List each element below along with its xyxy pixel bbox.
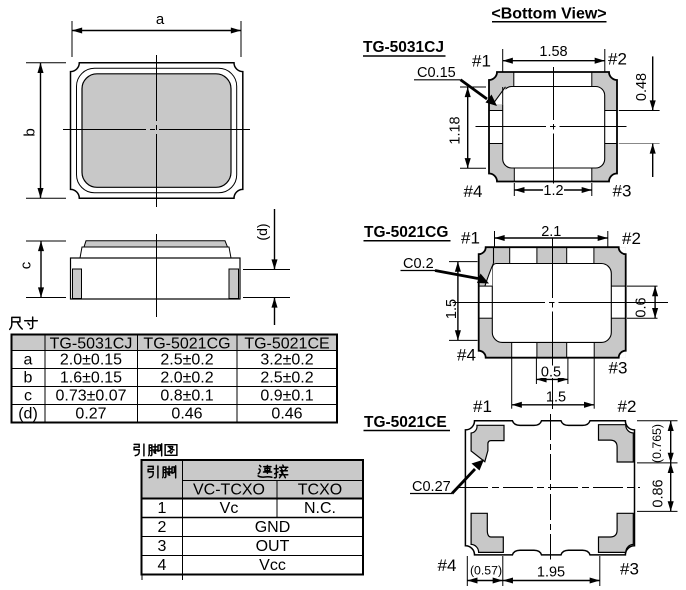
svg-text:(0.765): (0.765) xyxy=(650,424,664,463)
svg-text:#3: #3 xyxy=(620,560,639,579)
svg-text:#1: #1 xyxy=(473,397,492,416)
svg-text:(0.57): (0.57) xyxy=(470,564,502,578)
svg-text:a: a xyxy=(24,352,33,369)
svg-text:0.8±0.1: 0.8±0.1 xyxy=(160,388,213,405)
svg-text:b: b xyxy=(22,128,39,136)
svg-text:2.5±0.2: 2.5±0.2 xyxy=(260,370,313,387)
svg-text:c: c xyxy=(24,388,32,405)
svg-text:0.73±0.07: 0.73±0.07 xyxy=(55,388,126,405)
svg-text:N.C.: N.C. xyxy=(304,500,336,517)
svg-text:0.27: 0.27 xyxy=(75,406,106,423)
svg-text:#3: #3 xyxy=(613,182,632,201)
svg-text:VC-TCXO: VC-TCXO xyxy=(193,482,265,499)
svg-text:C0.27: C0.27 xyxy=(412,479,451,495)
svg-text:(d): (d) xyxy=(18,406,38,423)
svg-text:#1: #1 xyxy=(461,229,480,248)
svg-text:#4: #4 xyxy=(464,182,483,201)
svg-text:0.48: 0.48 xyxy=(634,73,650,101)
svg-text:Vc: Vc xyxy=(220,500,239,517)
svg-text:0.46: 0.46 xyxy=(271,406,302,423)
svg-text:0.9±0.1: 0.9±0.1 xyxy=(260,388,313,405)
svg-text:1.18: 1.18 xyxy=(448,116,464,144)
svg-text:1.5: 1.5 xyxy=(444,299,460,319)
svg-text:0.5: 0.5 xyxy=(541,365,561,381)
svg-text:TCXO: TCXO xyxy=(298,482,342,499)
svg-text:a: a xyxy=(156,11,165,28)
svg-text:2.0±0.2: 2.0±0.2 xyxy=(160,370,213,387)
svg-text:1.6±0.15: 1.6±0.15 xyxy=(60,370,122,387)
svg-text:#4: #4 xyxy=(457,346,476,365)
svg-text:#1: #1 xyxy=(472,52,491,71)
svg-text:#2: #2 xyxy=(608,50,627,69)
svg-text:C0.2: C0.2 xyxy=(403,256,434,272)
svg-text:1.5: 1.5 xyxy=(546,390,566,406)
svg-text:TG-5021CG: TG-5021CG xyxy=(364,224,448,241)
svg-text:2: 2 xyxy=(158,519,167,536)
svg-text:#2: #2 xyxy=(618,397,637,416)
svg-text:0.6: 0.6 xyxy=(634,297,650,317)
svg-text:TG-5031CJ: TG-5031CJ xyxy=(363,39,444,56)
svg-text:3: 3 xyxy=(158,538,167,555)
svg-text:1.95: 1.95 xyxy=(537,565,565,581)
svg-text:c: c xyxy=(18,261,35,269)
svg-text:0.46: 0.46 xyxy=(171,406,202,423)
svg-text:3.2±0.2: 3.2±0.2 xyxy=(260,352,313,369)
svg-text:C0.15: C0.15 xyxy=(417,65,456,81)
svg-text:1.58: 1.58 xyxy=(539,44,567,60)
svg-text:<Bottom View>: <Bottom View> xyxy=(491,6,606,23)
svg-text:TG-5021CE: TG-5021CE xyxy=(244,336,329,353)
svg-text:2.1: 2.1 xyxy=(541,224,561,240)
svg-text:TG-5021CE: TG-5021CE xyxy=(364,414,447,431)
svg-text:b: b xyxy=(24,370,33,387)
svg-text:OUT: OUT xyxy=(256,538,290,555)
svg-text:4: 4 xyxy=(158,557,167,574)
svg-text:#2: #2 xyxy=(622,229,641,248)
svg-text:1: 1 xyxy=(158,500,167,517)
svg-text:TG-5031CJ: TG-5031CJ xyxy=(50,336,133,353)
svg-text:1.2: 1.2 xyxy=(543,183,563,199)
svg-text:GND: GND xyxy=(255,519,291,536)
svg-text:Vcc: Vcc xyxy=(259,557,286,574)
svg-text:2.5±0.2: 2.5±0.2 xyxy=(160,352,213,369)
svg-text:TG-5021CG: TG-5021CG xyxy=(143,336,230,353)
svg-text:#4: #4 xyxy=(438,556,457,575)
svg-text:0.86: 0.86 xyxy=(651,479,667,507)
svg-text:(d): (d) xyxy=(254,223,270,240)
svg-text:2.0±0.15: 2.0±0.15 xyxy=(60,352,122,369)
svg-text:#3: #3 xyxy=(609,359,628,378)
